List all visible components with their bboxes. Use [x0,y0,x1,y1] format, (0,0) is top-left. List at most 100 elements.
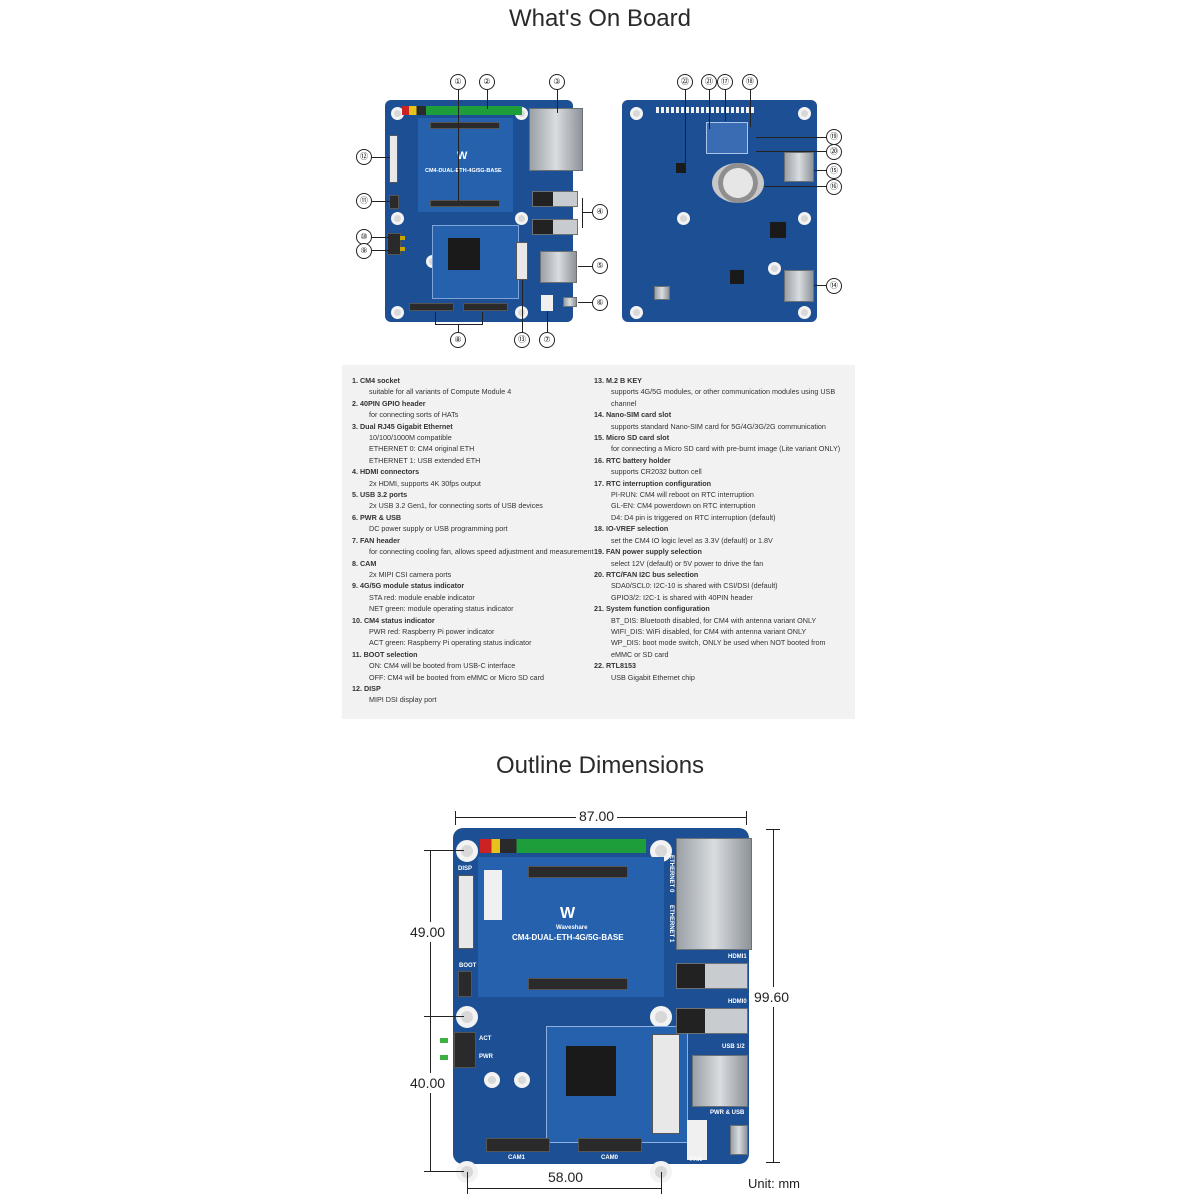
rj45-ethernet-port [676,838,752,950]
nano-sim-slot [784,270,814,302]
board-model-label: CM4-DUAL-ETH-4G/5G-BASE [425,168,502,174]
callout-22: ㉒ [677,74,693,90]
feature-detail: WIFI_DIS: WiFi disabled, for CM4 with an… [611,626,807,636]
leader-line [756,151,826,152]
boot-switch [458,971,472,997]
callout-12: ⑫ [356,149,372,165]
dim-tick [424,850,464,851]
feature-title: 13. M.2 B KEY [594,376,642,385]
dim-tick [467,1172,468,1194]
disp-latch [484,870,502,920]
boot-label: BOOT [459,963,477,969]
cm4-connector-bottom [430,200,500,207]
feature-title: 2. 40PIN GPIO header [352,398,426,408]
callout-1: ① [450,74,466,90]
callout-18: ⑱ [742,74,758,90]
gpio-pins-back [656,107,756,113]
callout-21: ㉑ [701,74,717,90]
feature-detail: supports 4G/5G modules, or other communi… [611,387,836,397]
callout-17: ⑰ [717,74,733,90]
feature-title: 4. HDMI connectors [352,467,420,477]
rtl-chip [566,1046,616,1096]
feature-title: 8. CAM [352,558,377,568]
mount-hole [514,1072,530,1088]
gpio-header [480,839,646,853]
feature-title: 16. RTC battery holder [594,455,671,465]
section-title-whats-on-board: What's On Board [509,5,691,32]
dim-width-label: 87.00 [576,808,618,824]
mount-hole [768,262,781,275]
feature-title: 6. PWR & USB [352,512,402,522]
cam0-connector [463,303,508,311]
feature-detail: 10/100/1000M compatible [369,433,452,443]
feature-detail: GL-EN: CM4 powerdown on RTC interruption [611,501,756,511]
mount-hole [515,306,528,319]
mount-hole [798,212,811,225]
feature-detail: ETHERNET 1: USB extended ETH [369,455,481,465]
dim-tick [424,1016,464,1017]
leader-line [487,89,488,109]
leader-line [578,302,592,303]
mount-hole [515,212,528,225]
leader-line [435,312,436,324]
feature-title: 15. Micro SD card slot [594,433,670,443]
callout-15: ⑮ [826,163,842,179]
chip [676,163,686,173]
dim-tick [746,811,747,825]
leader-line [764,186,826,187]
status-leds [387,233,401,255]
leader-line [582,212,592,213]
leader-line [756,137,826,138]
usb3-port [540,251,577,283]
feature-title: 3. Dual RJ45 Gigabit Ethernet [352,421,453,431]
gpio-header [402,106,522,115]
feature-detail: for connecting cooling fan, allows speed… [369,547,594,557]
rj45-ethernet-port [529,108,583,171]
callout-5: ⑤ [592,258,608,274]
dim-tick [661,1172,662,1194]
mount-hole [798,306,811,319]
hdmi-port-0 [676,1008,748,1034]
m2-slot [516,242,528,280]
callout-4: ④ [592,204,608,220]
dim-upper-label: 49.00 [410,922,446,942]
hdmi1-label: HDMI1 [728,954,747,960]
feature-list-right: 13. M.2 B KEY supports 4G/5G modules, or … [594,375,849,683]
mount-hole [630,107,643,120]
leader-line [578,266,592,267]
feature-detail: ACT green: Raspberry Pi operating status… [369,638,532,648]
feature-title: 22. RTL8153 [594,661,636,671]
usb-c-port [730,1125,748,1155]
callout-11: ⑪ [356,193,372,209]
chip [730,270,744,284]
waveshare-logo-icon: W [457,150,468,162]
component [654,286,670,300]
chip [770,222,786,238]
mount-hole [484,1072,500,1088]
waveshare-logo-icon: W [560,905,576,922]
cm4-connector-bottom [528,978,628,990]
feature-detail: supports CR2032 button cell [611,467,702,477]
brand-label: Waveshare [556,925,588,931]
feature-title: 5. USB 3.2 ports [352,490,408,500]
led-green-icon [400,236,405,240]
usb3-port [692,1055,748,1107]
feature-detail: NET green: module operating status indic… [369,604,514,614]
feature-detail: ON: CM4 will be booted from USB-C interf… [369,661,516,671]
leader-line [709,89,710,129]
rtc-battery-holder [712,163,764,203]
leader-line [750,89,751,127]
dim-line-bottom [467,1188,661,1189]
dim-tick [424,1171,464,1172]
mount-hole [798,107,811,120]
cam1-connector [409,303,454,311]
feature-title: 14. Nano-SIM card slot [594,410,672,420]
cm4-socket-area [418,118,513,212]
feature-detail: supports standard Nano-SIM card for 5G/4… [611,421,826,431]
feature-detail: set the CM4 IO logic level as 3.3V (defa… [611,535,773,545]
disp-label: DISP [458,866,473,872]
feature-detail: 2x HDMI, supports 4K 30fps output [369,478,481,488]
callout-7: ⑦ [539,332,555,348]
leader-line [814,285,826,286]
